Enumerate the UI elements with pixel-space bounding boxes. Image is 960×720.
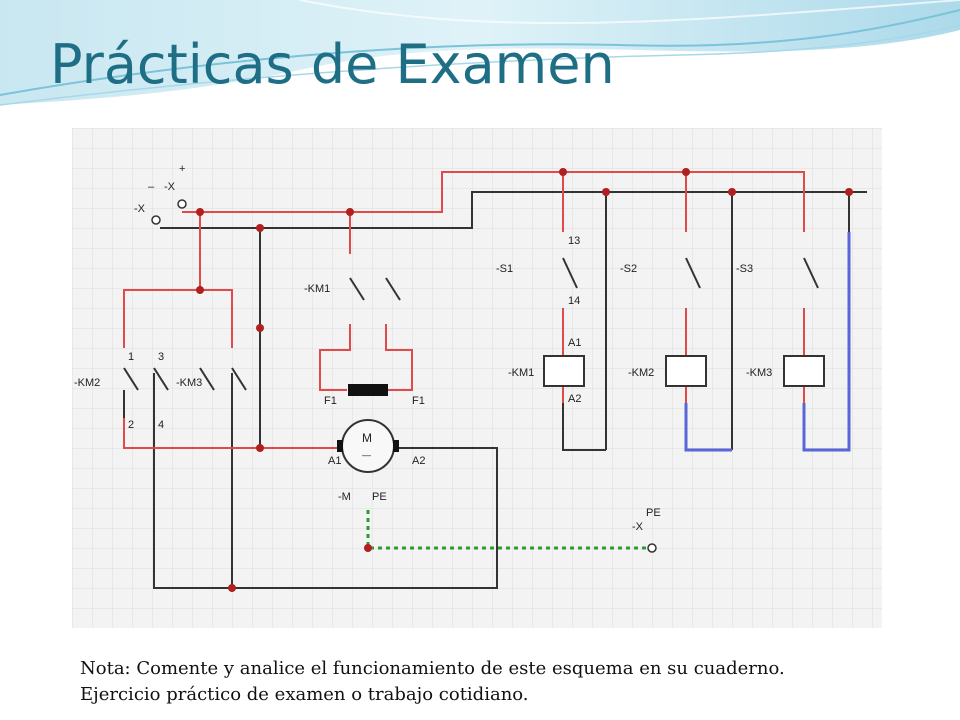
circuit-diagram: + – -X -X -KM2 -KM3 -KM1 F1 F1 M — A1 A2… xyxy=(72,128,882,628)
label-t4: 4 xyxy=(158,419,164,431)
label-a2: A2 xyxy=(412,455,425,467)
label-x-pe: -X xyxy=(632,521,644,533)
relay-coils xyxy=(543,355,825,387)
field-winding xyxy=(348,384,388,396)
page-title: Prácticas de Examen xyxy=(50,33,615,96)
motor-symbol xyxy=(341,419,395,473)
label-coil-a2: A2 xyxy=(568,393,581,405)
label-km1: -KM1 xyxy=(304,283,330,295)
label-coil-a1: A1 xyxy=(568,337,581,349)
label-t13: 13 xyxy=(568,235,580,247)
label-t14: 14 xyxy=(568,295,580,307)
label-pe: PE xyxy=(372,491,387,503)
note-line-2: Ejercicio práctico de examen o trabajo c… xyxy=(80,684,529,705)
label-t1: 1 xyxy=(128,351,134,363)
label-m: -M xyxy=(338,491,351,503)
note-text: Nota: Comente y analice el funcionamient… xyxy=(80,656,940,708)
positive-bus xyxy=(123,171,805,449)
label-coil-km2: -KM2 xyxy=(628,367,654,379)
label-km3: -KM3 xyxy=(176,377,202,389)
label-motor: M xyxy=(362,431,372,445)
label-f1-right: F1 xyxy=(412,395,425,407)
label-km2: -KM2 xyxy=(74,377,100,389)
junction-dots xyxy=(196,168,853,592)
earth-line xyxy=(366,510,652,550)
label-a1: A1 xyxy=(328,455,341,467)
header-wave-decoration xyxy=(0,0,960,106)
label-plus: + xyxy=(179,163,185,175)
label-s1: -S1 xyxy=(496,263,513,275)
label-pe-term: PE xyxy=(646,507,661,519)
label-s3: -S3 xyxy=(736,263,753,275)
label-s2: -S2 xyxy=(620,263,637,275)
label-x-neg: -X xyxy=(134,203,146,215)
label-f1-left: F1 xyxy=(324,395,337,407)
label-coil-km3: -KM3 xyxy=(746,367,772,379)
label-coil-km1: -KM1 xyxy=(508,367,534,379)
label-t3: 3 xyxy=(158,351,164,363)
supply-terminals xyxy=(151,199,657,553)
label-x-pos: -X xyxy=(164,181,176,193)
label-motor-sym: — xyxy=(362,450,371,460)
circuit-svg: + – -X -X -KM2 -KM3 -KM1 F1 F1 M — A1 A2… xyxy=(72,128,882,628)
label-t2: 2 xyxy=(128,419,134,431)
coil-returns xyxy=(684,232,851,452)
note-line-1: Nota: Comente y analice el funcionamient… xyxy=(80,658,785,679)
label-minus: – xyxy=(148,181,155,193)
switch-contacts xyxy=(123,257,819,418)
